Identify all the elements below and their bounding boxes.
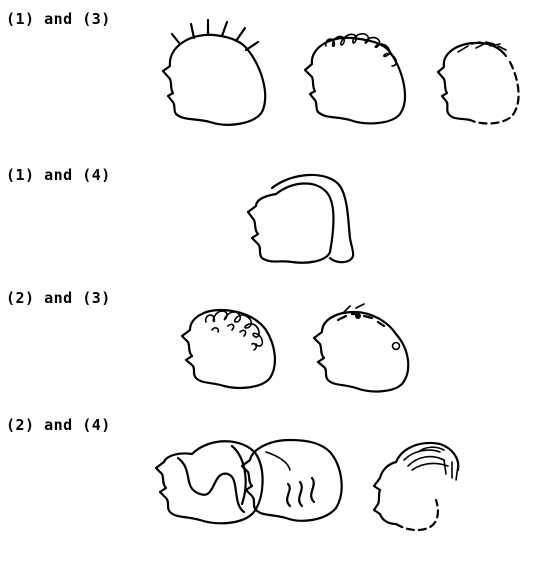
head-combed-hair xyxy=(372,441,460,532)
group-label-2-and-4: (2) and (4) xyxy=(6,416,111,434)
group-label-1-and-3: (1) and (3) xyxy=(6,10,111,28)
head-wavy-strands xyxy=(240,438,343,522)
head-dashed-short-hair xyxy=(436,41,520,125)
group-label-1-and-4: (1) and (4) xyxy=(6,166,111,184)
head-long-hair-cap xyxy=(246,173,355,264)
head-curly-coiled-hair xyxy=(303,33,407,125)
head-wavy-hair-cap xyxy=(154,440,264,525)
head-short-dashed-hair xyxy=(312,303,410,393)
head-spiky-straight-hair xyxy=(161,18,267,126)
head-kinky-hair xyxy=(180,308,276,389)
group-label-2-and-3: (2) and (3) xyxy=(6,289,111,307)
